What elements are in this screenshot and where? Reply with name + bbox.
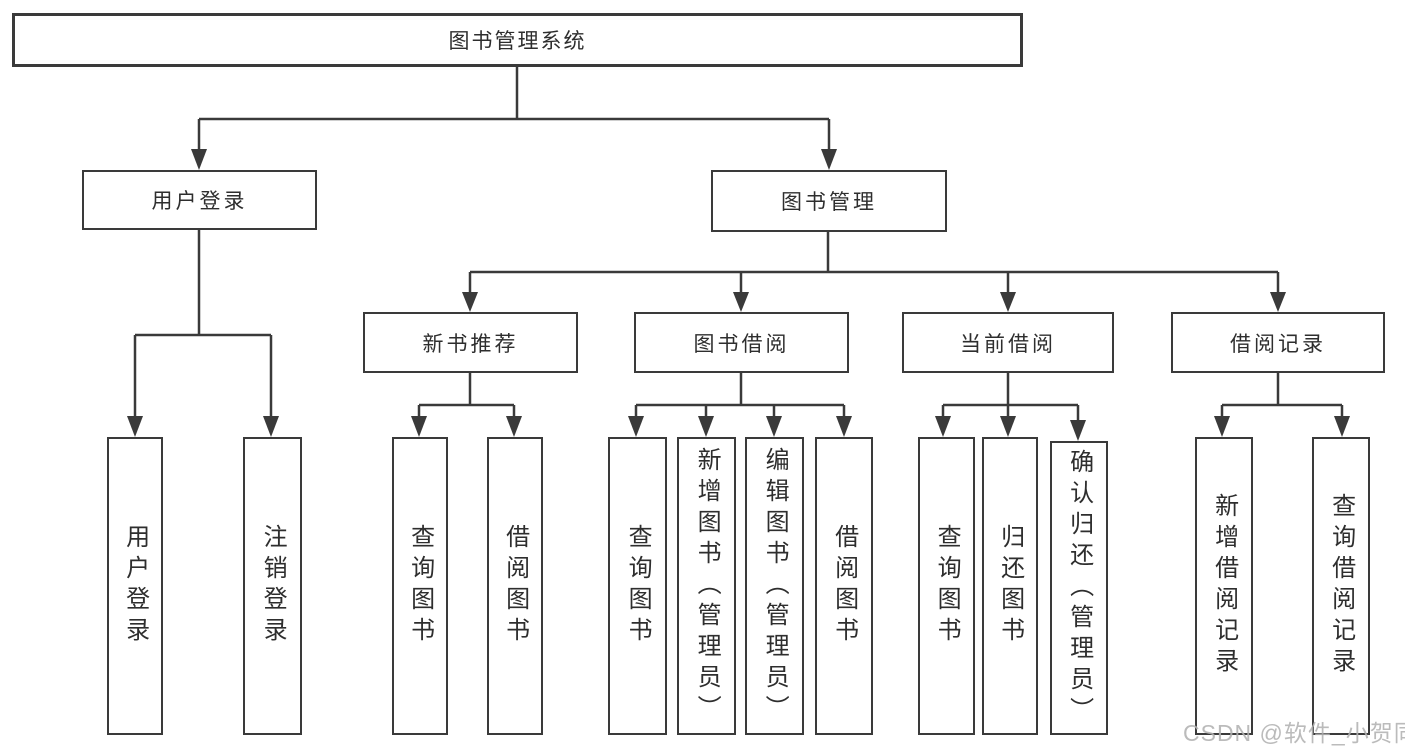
leaf-add-book-admin-label: 新增图书（管理员） — [693, 446, 721, 726]
leaf-logout-label: 注销登录 — [259, 524, 287, 648]
leaf-user-login-label: 用户登录 — [121, 524, 149, 648]
node-borrowing-records: 借阅记录 — [1171, 312, 1385, 373]
leaf-query-borrow-record: 查询借阅记录 — [1312, 437, 1370, 735]
leaf-query-books-borrowing: 查询图书 — [608, 437, 667, 735]
node-book-management: 图书管理 — [711, 170, 947, 232]
csdn-watermark: CSDN @软件_小贺同学 — [1183, 720, 1405, 746]
leaf-query-books-recommend-label: 查询图书 — [406, 524, 434, 648]
leaf-borrow-books-recommend: 借阅图书 — [487, 437, 543, 735]
leaf-return-books: 归还图书 — [982, 437, 1038, 735]
leaf-confirm-return-admin-label: 确认归还（管理员） — [1065, 448, 1093, 728]
leaf-return-books-label: 归还图书 — [996, 524, 1024, 648]
leaf-add-book-admin: 新增图书（管理员） — [677, 437, 736, 735]
arrowheads — [127, 149, 1350, 441]
node-current-borrowing: 当前借阅 — [902, 312, 1114, 373]
node-library-management-system: 图书管理系统 — [12, 13, 1023, 67]
node-book-borrowing: 图书借阅 — [634, 312, 849, 373]
leaf-query-books-current-label: 查询图书 — [933, 524, 961, 648]
leaf-borrow-books: 借阅图书 — [815, 437, 873, 735]
leaf-edit-book-admin-label: 编辑图书（管理员） — [761, 446, 789, 726]
leaf-query-books-recommend: 查询图书 — [392, 437, 448, 735]
leaf-confirm-return-admin: 确认归还（管理员） — [1050, 441, 1108, 735]
leaf-query-books-borrowing-label: 查询图书 — [624, 524, 652, 648]
leaf-borrow-books-recommend-label: 借阅图书 — [501, 524, 529, 648]
node-new-book-recommendation: 新书推荐 — [363, 312, 578, 373]
leaf-query-borrow-record-label: 查询借阅记录 — [1327, 493, 1355, 679]
leaf-add-borrow-record-label: 新增借阅记录 — [1210, 493, 1238, 679]
leaf-logout: 注销登录 — [243, 437, 302, 735]
node-user-login: 用户登录 — [82, 170, 317, 230]
leaf-user-login: 用户登录 — [107, 437, 163, 735]
leaf-add-borrow-record: 新增借阅记录 — [1195, 437, 1253, 735]
leaf-borrow-books-label: 借阅图书 — [830, 524, 858, 648]
leaf-edit-book-admin: 编辑图书（管理员） — [745, 437, 804, 735]
leaf-query-books-current: 查询图书 — [918, 437, 975, 735]
